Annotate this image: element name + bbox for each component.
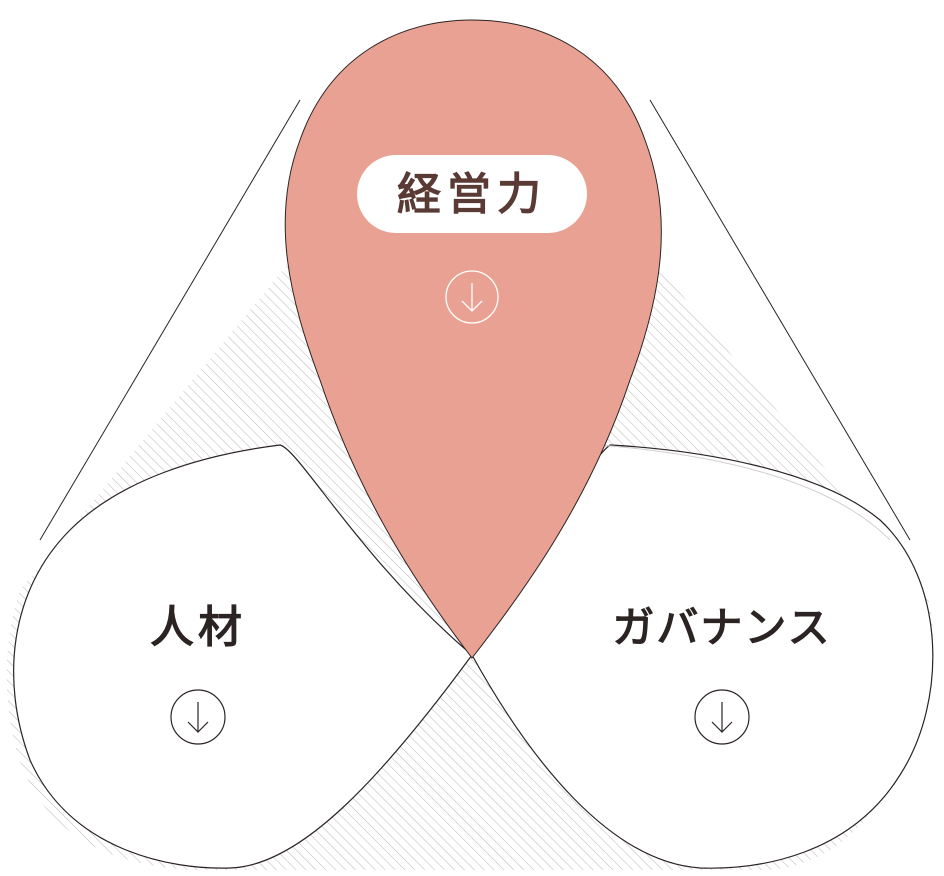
lobe-right-governance[interactable] [471,444,934,869]
arrow-down-circle-icon[interactable] [445,270,499,324]
outer-edge-right [649,99,911,541]
arrow-down-circle-icon[interactable] [694,689,750,745]
left-label: 人材 [150,602,246,653]
outer-edge-left [39,99,301,541]
top-label: 経営力 [397,169,547,220]
top-label-pill [357,155,587,233]
right-label: ガバナンス [612,603,831,652]
lobe-left-jinzai[interactable] [13,444,473,869]
right-lobe-overlap-line [599,444,891,541]
arrow-down-circle-icon[interactable] [170,689,226,745]
